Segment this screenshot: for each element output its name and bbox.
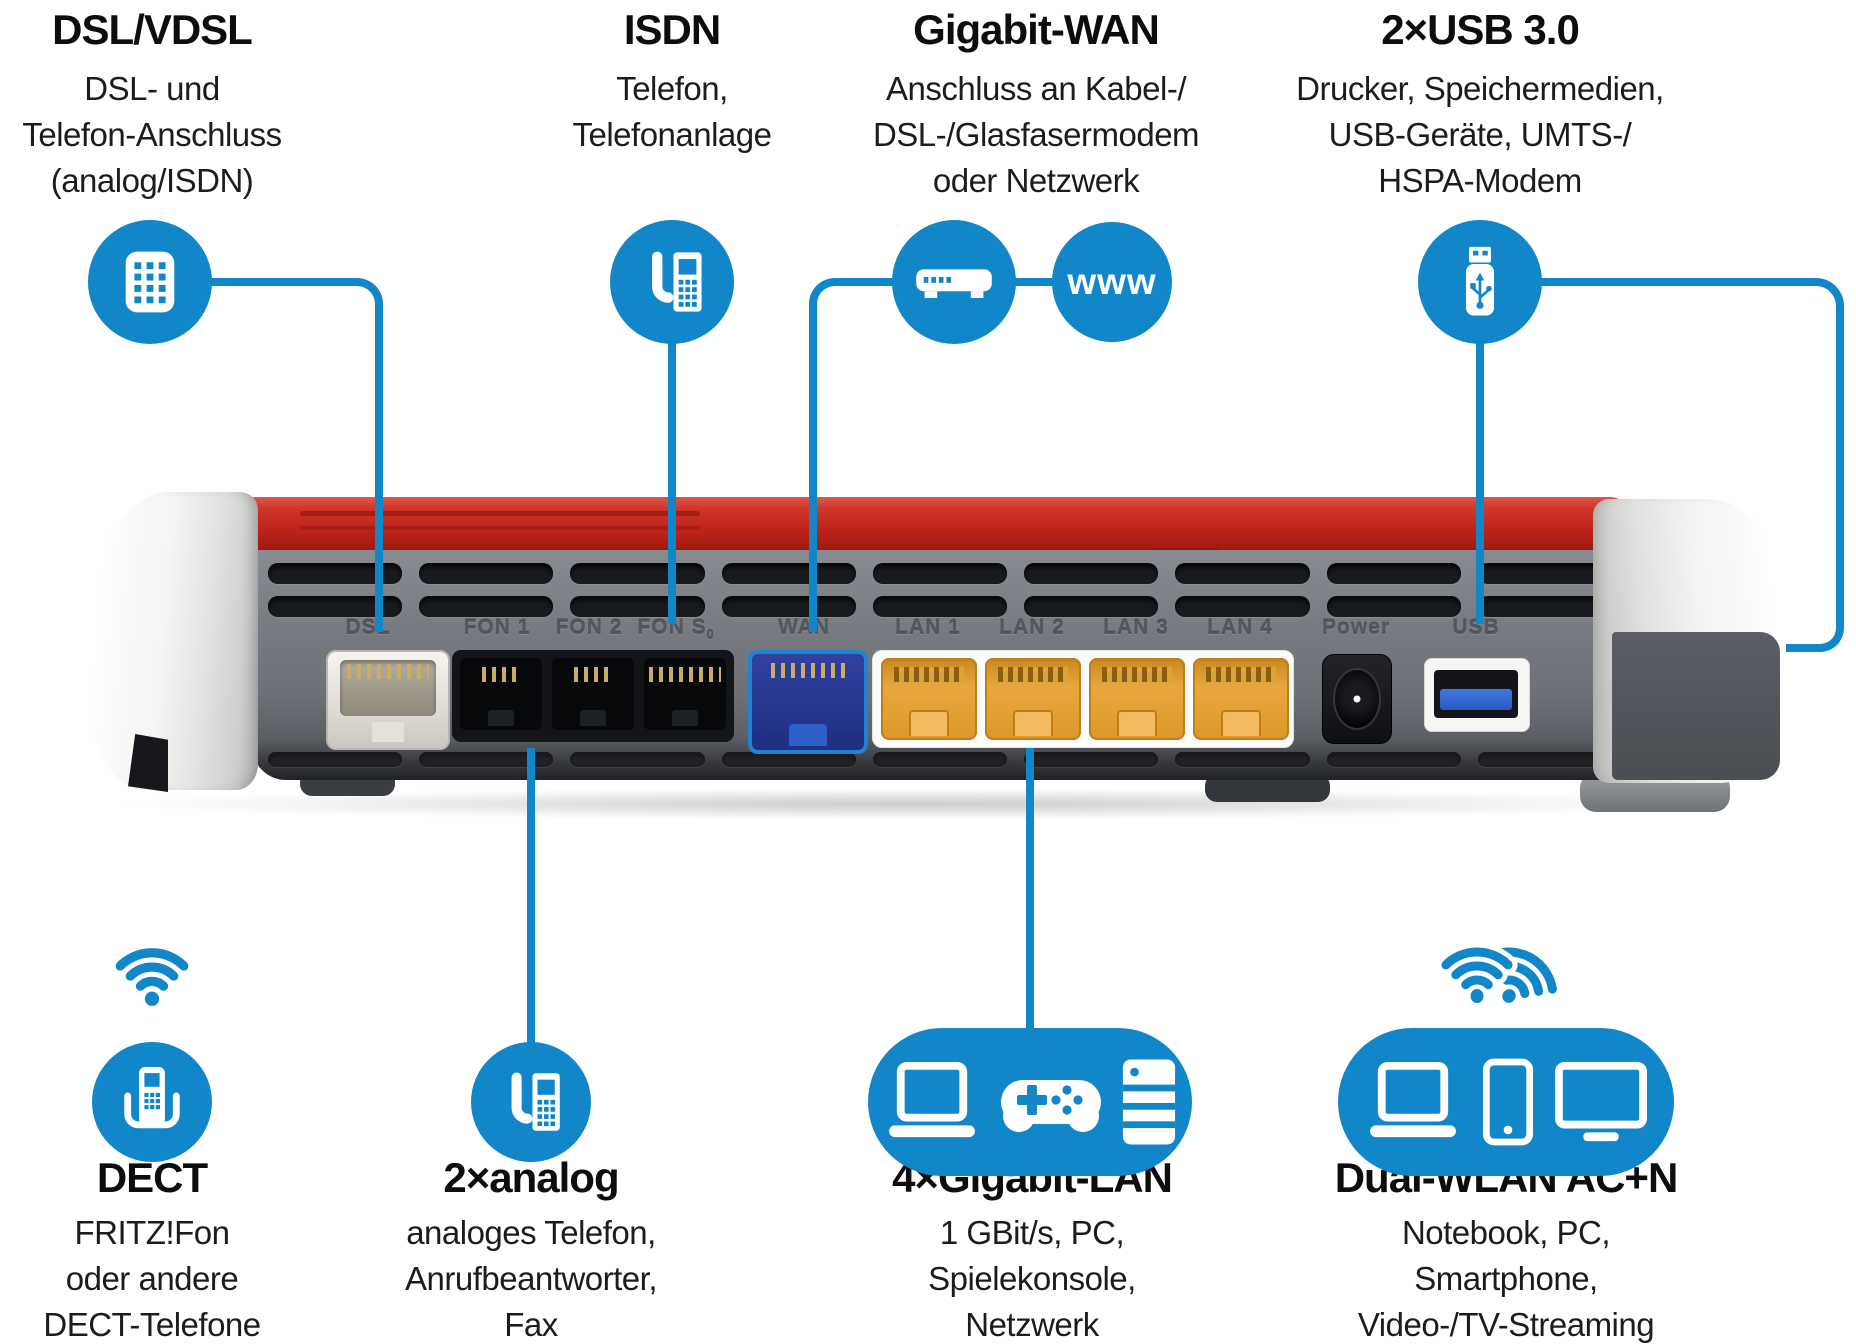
- port-label-power: Power: [1321, 616, 1391, 639]
- vent-row: [268, 596, 1612, 617]
- router-left-cap: [85, 492, 258, 790]
- lan-devices-pill: [868, 1028, 1192, 1176]
- fon-port-panel: [452, 650, 734, 742]
- lan-port-panel: [872, 650, 1294, 748]
- www-label: www: [1067, 261, 1157, 302]
- modem-bubble: [892, 220, 1016, 344]
- port-label-lan1: LAN 1: [895, 616, 961, 639]
- section-description: Anschluss an Kabel-/ DSL-/Glasfasermodem…: [872, 70, 1200, 199]
- router-red-groove: [300, 526, 700, 530]
- usb-side-connector-line-lower: [1786, 480, 1844, 652]
- vent-row: [268, 563, 1612, 584]
- section-description: Notebook, PC, Smartphone, Video-/TV-Stre…: [1357, 1214, 1655, 1343]
- dect-phone-bubble: [92, 1042, 212, 1162]
- section-heading: Gigabit-WAN: [913, 6, 1160, 53]
- smartphone-icon: [1482, 1058, 1534, 1146]
- modem-icon: [916, 269, 992, 298]
- desk-phone-icon: [652, 251, 702, 312]
- section-heading: 2×analog: [443, 1154, 619, 1201]
- analog-connector-line: [527, 748, 535, 1052]
- gamepad-icon: [1001, 1080, 1101, 1132]
- section-heading: 2×USB 3.0: [1381, 6, 1580, 53]
- section-description: 1 GBit/s, PC, Spielekonsole, Netzwerk: [928, 1214, 1136, 1343]
- section-heading: DSL/VDSL: [52, 6, 253, 53]
- modem-www-connector-line: [1008, 278, 1064, 286]
- server-icon: [1122, 1059, 1176, 1145]
- desk-phone-icon: [511, 1072, 560, 1131]
- lan1-port: [881, 658, 977, 740]
- section-gigabit-wan: Gigabit-WAN Anschluss an Kabel-/ DSL-/Gl…: [856, 8, 1216, 204]
- laptop-icon: [889, 1061, 975, 1138]
- analog-phone-bubble: [471, 1042, 591, 1162]
- usb-rear-connector-line: [1476, 338, 1484, 624]
- www-internet-bubble: www: [1052, 222, 1172, 342]
- lan3-port: [1089, 658, 1185, 740]
- section-heading: ISDN: [623, 6, 721, 53]
- lan-connector-line: [1026, 748, 1034, 1040]
- router-red-groove: [300, 511, 700, 516]
- section-heading: DECT: [96, 1154, 208, 1201]
- port-label-lan4: LAN 4: [1207, 616, 1273, 639]
- section-description: Telefon, Telefonanlage: [572, 70, 772, 153]
- port-label-fon-s0: FON S0: [637, 616, 715, 643]
- lan2-port: [985, 658, 1081, 740]
- router-right-side-panel: [1612, 632, 1780, 780]
- port-label-fon2: FON 2: [555, 616, 623, 639]
- section-description: Drucker, Speichermedien, USB-Geräte, UMT…: [1296, 70, 1664, 199]
- power-port: [1322, 654, 1392, 744]
- usb-port: [1424, 658, 1530, 732]
- section-description: DSL- und Telefon-Anschluss (analog/ISDN): [22, 70, 282, 199]
- section-gigabit-lan: 4×Gigabit-LAN 1 GBit/s, PC, Spielekonsol…: [852, 1156, 1212, 1344]
- port-label-lan3: LAN 3: [1103, 616, 1169, 639]
- usb-stick-icon: [1465, 246, 1495, 316]
- router-left-cap-notch: [128, 734, 168, 792]
- dect-handset-icon: [124, 1067, 180, 1129]
- dect-wifi-icon: [115, 948, 189, 1006]
- port-label-lan2: LAN 2: [999, 616, 1065, 639]
- isdn-phone-bubble: [610, 220, 734, 344]
- usb-side-connector-line: [1538, 278, 1844, 566]
- laptop-icon: [1370, 1061, 1456, 1138]
- fon-s0-port: [644, 658, 726, 730]
- dsl-port: [326, 650, 450, 750]
- port-label-usb: USB: [1452, 616, 1500, 639]
- vent-row: [268, 752, 1612, 767]
- usb-stick-bubble: [1418, 220, 1542, 344]
- section-dect: DECT FRITZ!Fon oder andere DECT-Telefone: [0, 1156, 304, 1344]
- wlan-devices-pill: [1338, 1028, 1674, 1176]
- section-dual-wlan: Dual-WLAN AC+N Notebook, PC, Smartphone,…: [1316, 1156, 1696, 1344]
- tae-socket-icon: [125, 251, 175, 313]
- section-description: analoges Telefon, Anrufbeantworter, Fax: [405, 1214, 658, 1343]
- section-isdn: ISDN Telefon, Telefonanlage: [512, 8, 832, 158]
- dsl-connector-line: [205, 278, 383, 632]
- isdn-connector-line: [668, 334, 676, 624]
- fon1-port: [460, 658, 542, 730]
- dsl-port-bubble: [88, 220, 212, 344]
- fon2-port: [552, 658, 634, 730]
- lan4-port: [1193, 658, 1289, 740]
- section-analog: 2×analog analoges Telefon, Anrufbeantwor…: [371, 1156, 691, 1344]
- wan-connector-line: [809, 278, 908, 632]
- port-label-fon1: FON 1: [463, 616, 531, 639]
- section-description: FRITZ!Fon oder andere DECT-Telefone: [43, 1214, 261, 1343]
- dual-wifi-icon: [1436, 942, 1557, 1008]
- wan-port: [748, 650, 868, 754]
- monitor-icon: [1554, 1061, 1648, 1142]
- section-usb: 2×USB 3.0 Drucker, Speichermedien, USB-G…: [1290, 8, 1670, 204]
- section-dsl-vdsl: DSL/VDSL DSL- und Telefon-Anschluss (ana…: [0, 8, 304, 204]
